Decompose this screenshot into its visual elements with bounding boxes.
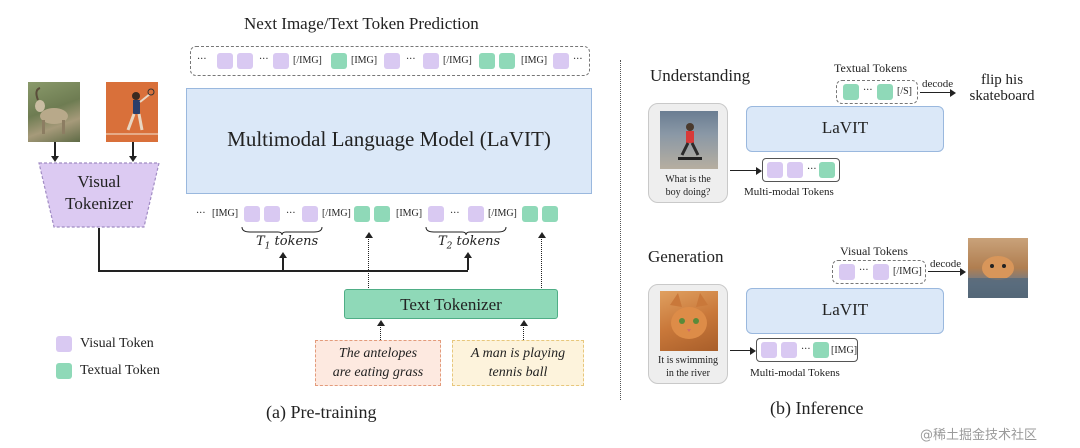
img-tag: [IMG]: [396, 208, 423, 219]
visual-token: [767, 162, 783, 178]
skateboard-input-card: What is the boy doing?: [648, 103, 728, 203]
visual-token: [244, 206, 260, 222]
generation-output-strip: ··· [/IMG]: [832, 260, 926, 284]
visual-token: [873, 264, 889, 280]
visual-tokenizer-label-1: Visual: [77, 172, 121, 191]
textual-token: [542, 206, 558, 222]
visual-token: [423, 53, 439, 69]
textual-token: [374, 206, 390, 222]
cat-face-icon: [670, 293, 708, 339]
output-text-2: skateboard: [969, 88, 1035, 104]
visual-token: [273, 53, 289, 69]
img-tag: [IMG]: [521, 55, 548, 66]
text-tokenizer-label: Text Tokenizer: [400, 295, 502, 314]
textual-tokens-label: Textual Tokens: [834, 61, 908, 75]
visual-token: [839, 264, 855, 280]
end-img-tag: [/IMG]: [488, 208, 517, 219]
output-text-1: flip his: [980, 72, 1024, 88]
multimodal-language-model-box: Multimodal Language Model (LaVIT): [186, 88, 592, 194]
visual-tokenizer-shape: [38, 162, 160, 228]
end-img-tag: [/IMG]: [443, 55, 472, 66]
visual-token: [264, 206, 280, 222]
understanding-input-tokens: ···: [762, 158, 840, 182]
understanding-title: Understanding: [650, 66, 751, 85]
generation-title: Generation: [648, 247, 724, 266]
t1-label: T1 tokens: [256, 234, 319, 252]
textual-token: [813, 342, 829, 358]
lavit-box-generation: LaVIT: [746, 288, 944, 334]
panel-divider: [620, 60, 621, 400]
textual-token: [354, 206, 370, 222]
end-img-tag: [/IMG]: [293, 55, 322, 66]
textual-token: [479, 53, 495, 69]
cat-image: [660, 291, 718, 351]
textual-token: [331, 53, 347, 69]
textual-token: [522, 206, 538, 222]
next-token-title: Next Image/Text Token Prediction: [244, 14, 479, 33]
lavit-box-understanding: LaVIT: [746, 106, 944, 152]
inference-caption: (b) Inference: [770, 398, 864, 418]
input-token-row: ··· [IMG] ··· [/IMG] [IMG] ··· [/IMG]: [190, 202, 590, 226]
textual-token: [877, 84, 893, 100]
antelope-icon: [35, 87, 68, 134]
pretrain-caption: (a) Pre-training: [266, 402, 377, 422]
end-s-tag: [/S]: [897, 86, 912, 97]
visual-token: [302, 206, 318, 222]
mlm-label: Multimodal Language Model (LaVIT): [227, 127, 551, 151]
generation-input-tokens: ··· [IMG]: [756, 338, 858, 362]
visual-token: [781, 342, 797, 358]
text-tokenizer-box: Text Tokenizer: [344, 289, 558, 319]
textual-token: [843, 84, 859, 100]
understanding-output-strip: ··· [/S]: [836, 80, 918, 104]
skateboarder-icon: [678, 123, 702, 160]
visual-tokenizer-label-2: Tokenizer: [65, 194, 133, 213]
visual-token: [468, 206, 484, 222]
visual-token: [237, 53, 253, 69]
tennis-player-icon: [106, 88, 158, 135]
t1-brace: [241, 226, 323, 236]
caption-antelopes: The antelopes are eating grass: [315, 340, 441, 386]
swimming-cat-output-image: [968, 238, 1028, 298]
visual-token: [384, 53, 400, 69]
antelope-image: [28, 82, 80, 142]
cat-icon: [968, 256, 1028, 298]
img-tag: [IMG]: [212, 208, 239, 219]
textual-token: [499, 53, 515, 69]
legend-visual-swatch: [56, 336, 72, 352]
visual-token: [428, 206, 444, 222]
legend-visual-label: Visual Token: [80, 336, 154, 351]
end-img-tag: [/IMG]: [322, 208, 351, 219]
legend-textual-swatch: [56, 363, 72, 379]
legend-textual-label: Textual Token: [80, 363, 160, 378]
visual-token: [761, 342, 777, 358]
visual-token: [553, 53, 569, 69]
pretrain-panel: Next Image/Text Token Prediction ··· ···…: [28, 14, 592, 422]
visual-token: [217, 53, 233, 69]
watermark: @稀土掘金技术社区: [920, 428, 1038, 443]
inference-panel: Understanding Textual Tokens ··· [/S] de…: [630, 0, 1080, 448]
visual-tokens-label: Visual Tokens: [840, 244, 908, 258]
end-img-tag: [/IMG]: [893, 266, 922, 277]
t2-brace: [425, 226, 507, 236]
output-token-strip: ··· ··· [/IMG] [IMG] ··· [/IMG] [IMG] ··…: [190, 46, 590, 76]
textual-token: [819, 162, 835, 178]
tennis-image: [106, 82, 158, 142]
mm-tokens-label-2: Multi-modal Tokens: [750, 367, 840, 379]
cat-input-card: It is swimming in the river: [648, 284, 728, 384]
skateboard-image: [660, 111, 718, 169]
t2-label: T2 tokens: [438, 234, 501, 252]
img-tag: [IMG]: [831, 345, 858, 356]
img-tag: [IMG]: [351, 55, 378, 66]
caption-tennis: A man is playing tennis ball: [452, 340, 584, 386]
mm-tokens-label-1: Multi-modal Tokens: [744, 186, 834, 198]
decode-label-2: decode: [930, 258, 962, 270]
decode-label-1: decode: [922, 78, 954, 90]
visual-token: [787, 162, 803, 178]
